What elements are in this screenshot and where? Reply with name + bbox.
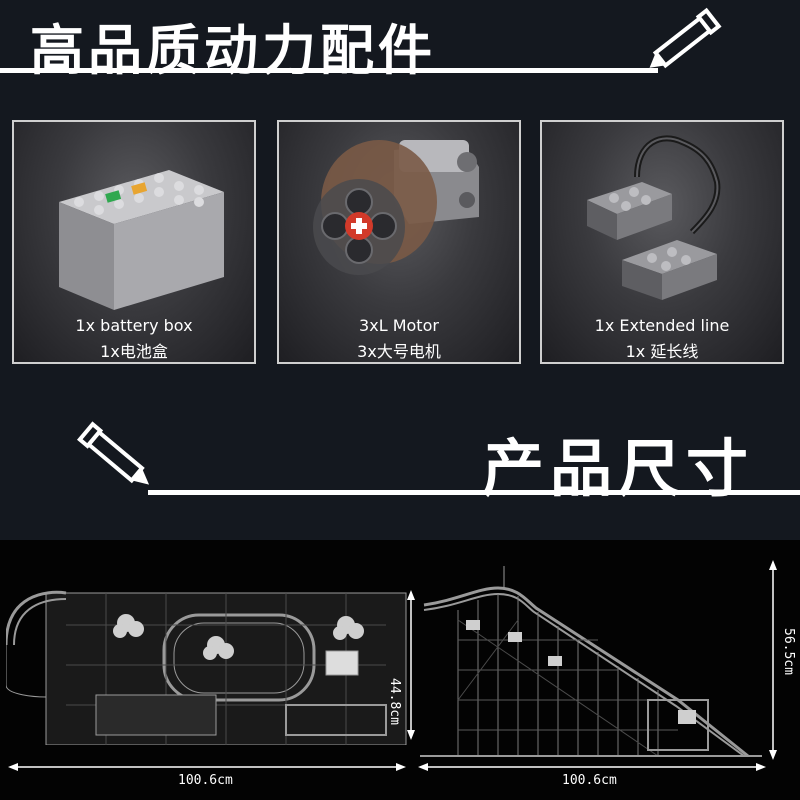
- depth-dimension-line: [407, 590, 415, 740]
- part-name-cn: 1x电池盒: [100, 342, 168, 361]
- title-underline: [148, 490, 800, 495]
- top-view-width-label: 100.6cm: [178, 773, 233, 788]
- part-card-battery-box: 1x battery box 1x电池盒: [12, 120, 256, 364]
- extension-cable-icon: [587, 135, 721, 300]
- side-view-blueprint: [420, 566, 762, 758]
- pen-icon: [76, 421, 150, 485]
- top-view-depth-label: 44.8cm: [387, 678, 402, 725]
- part-name-cn: 3x大号电机: [357, 342, 441, 361]
- part-name-en: 1x battery box: [75, 316, 193, 335]
- title-underline: [0, 68, 658, 73]
- part-card-motor: 3xL Motor 3x大号电机: [277, 120, 521, 364]
- part-name-cn: 1x 延长线: [625, 342, 699, 361]
- side-view-width-label: 100.6cm: [562, 773, 617, 788]
- accessories-title: 高品质动力配件: [30, 19, 436, 82]
- battery-box-icon: [59, 170, 224, 310]
- height-dimension-line: [769, 560, 777, 760]
- part-name-en: 3xL Motor: [359, 316, 439, 335]
- top-view-blueprint: [6, 590, 407, 745]
- width-dimension-line: [418, 763, 766, 771]
- width-dimension-line: [8, 763, 406, 771]
- motor-icon: [313, 140, 479, 275]
- part-name-en: 1x Extended line: [594, 316, 730, 335]
- pen-icon: [649, 7, 722, 69]
- side-view-height-label: 56.5cm: [781, 628, 796, 675]
- part-card-extension-line: 1x Extended line 1x 延长线: [540, 120, 784, 364]
